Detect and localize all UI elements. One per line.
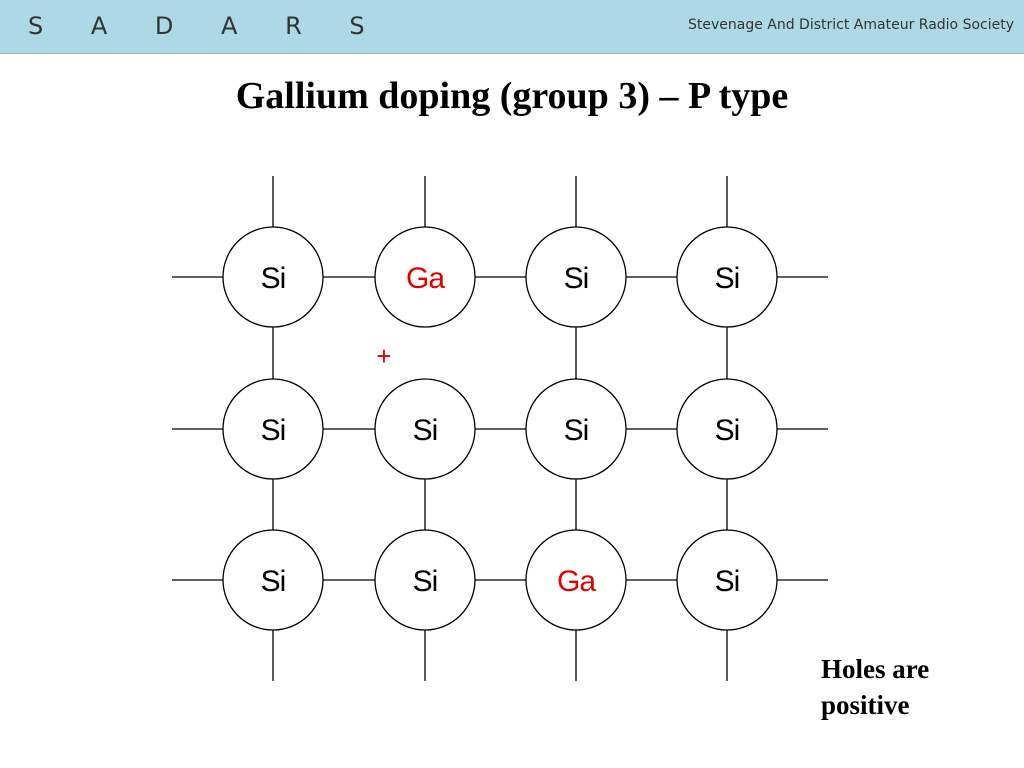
silicon-atom-circle — [676, 378, 778, 480]
holes-note: Holes are positive — [821, 651, 929, 723]
silicon-atom-circle — [222, 378, 324, 480]
organization-name: Stevenage And District Amateur Radio Soc… — [687, 17, 1014, 33]
slide-title: Gallium doping (group 3) – P type — [235, 75, 789, 117]
silicon-atom-circle — [525, 226, 627, 328]
gallium-atom-circle — [525, 529, 627, 631]
silicon-atom-label: Si — [715, 262, 740, 295]
silicon-atom-label: Si — [715, 414, 740, 447]
gallium-atom-circle — [374, 226, 476, 328]
sadars-logo: S A D A R S — [28, 12, 385, 40]
silicon-atom-circle — [374, 529, 476, 631]
silicon-atom-circle — [222, 529, 324, 631]
silicon-atom-label: Si — [715, 565, 740, 598]
gallium-atom-label: Ga — [406, 262, 445, 295]
silicon-atom-label: Si — [261, 262, 286, 295]
silicon-atom-label: Si — [261, 414, 286, 447]
silicon-atom-label: Si — [413, 565, 438, 598]
silicon-atom-circle — [676, 226, 778, 328]
silicon-atom-circle — [676, 529, 778, 631]
silicon-atom-circle — [222, 226, 324, 328]
silicon-atom-circle — [525, 378, 627, 480]
silicon-atom-label: Si — [261, 565, 286, 598]
silicon-atom-label: Si — [564, 262, 589, 295]
gallium-atom-label: Ga — [557, 565, 596, 598]
holes-note-line-2: positive — [821, 690, 910, 720]
hole-plus-sign: + — [376, 341, 391, 371]
silicon-atom-label: Si — [413, 414, 438, 447]
silicon-atom-circle — [374, 378, 476, 480]
holes-note-line-1: Holes are — [821, 654, 930, 684]
header-bar: S A D A R S Stevenage And District Amate… — [0, 0, 1024, 54]
silicon-atom-label: Si — [564, 414, 589, 447]
